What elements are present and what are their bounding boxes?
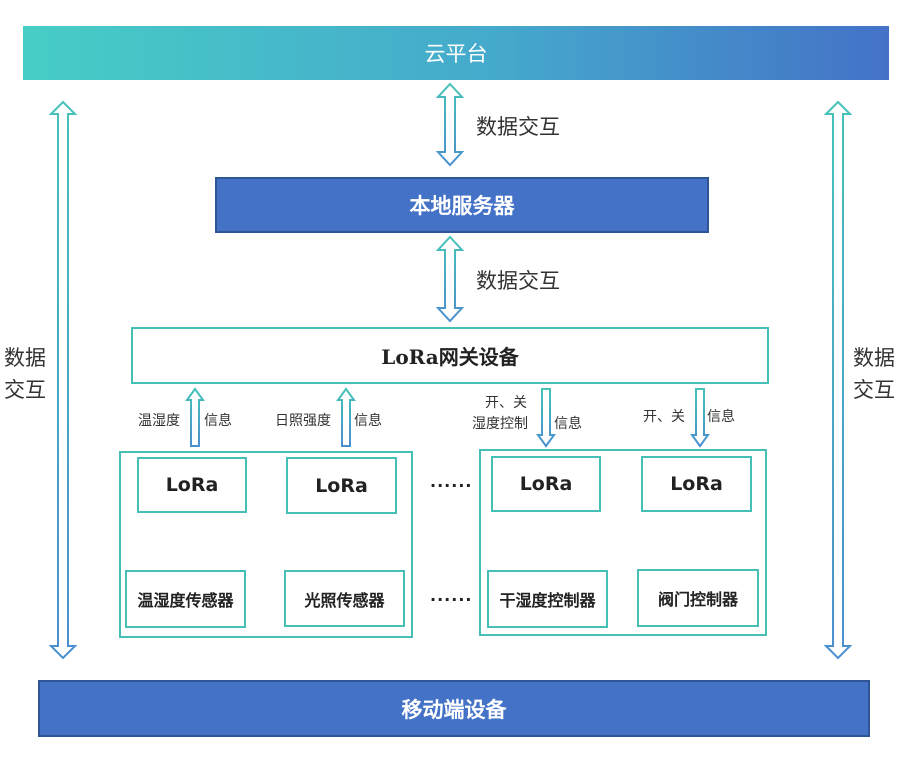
lora-gateway-box: LoRa网关设备 — [131, 327, 769, 384]
lora-module-temp-humidity: LoRa — [137, 457, 247, 513]
right-double-arrow — [823, 100, 853, 660]
left-side-label-line2: 交互 — [4, 378, 46, 402]
sunlight-up-arrow — [336, 387, 356, 447]
cloud-platform-label: 云平台 — [424, 42, 488, 66]
lora-module-dry-humidity: LoRa — [491, 456, 601, 512]
mobile-device-bar: 移动端设备 — [38, 680, 870, 737]
sunlight-info-label: 信息 — [354, 413, 382, 429]
right-side-label-line2: 交互 — [853, 378, 895, 402]
cloud-server-arrow — [435, 82, 465, 167]
temp-humidity-text: 温湿度 — [138, 413, 180, 429]
lora-label: LoRa — [670, 473, 723, 495]
mobile-device-label: 移动端设备 — [401, 696, 507, 722]
temp-humidity-up-arrow — [185, 387, 205, 447]
left-side-label: 数据 交互 — [4, 342, 46, 406]
temp-humidity-sensor-label: 温湿度传感器 — [137, 591, 234, 610]
left-side-label-line1: 数据 — [4, 346, 46, 370]
right-side-label-line1: 数据 — [853, 346, 895, 370]
lora-label: LoRa — [315, 474, 368, 497]
dry-humidity-controller-box: 干湿度控制器 — [487, 570, 608, 628]
local-server-box: 本地服务器 — [215, 177, 709, 233]
switch-info-label: 信息 — [707, 409, 735, 425]
temp-humidity-info-label: 信息 — [204, 413, 232, 429]
data-exchange-label-top: 数据交互 — [476, 115, 560, 139]
ellipsis-bottom: ······ — [430, 590, 473, 609]
ellipsis-top: ······ — [430, 476, 473, 495]
server-gateway-arrow — [435, 235, 465, 323]
temp-humidity-sensor-box: 温湿度传感器 — [125, 570, 246, 628]
valve-controller-box: 阀门控制器 — [637, 569, 759, 627]
sunlight-arrow-label: 日照强度 — [275, 413, 331, 429]
valve-controller-label: 阀门控制器 — [657, 590, 738, 609]
cloud-platform-bar: 云平台 — [23, 26, 889, 80]
lora-module-light: LoRa — [286, 457, 397, 514]
switch-down-arrow — [690, 388, 710, 448]
left-double-arrow — [48, 100, 78, 660]
lora-gateway-label: LoRa网关设备 — [381, 345, 519, 369]
local-server-label: 本地服务器 — [409, 193, 515, 218]
humidity-control-info-label: 信息 — [554, 416, 582, 432]
dry-humidity-controller-label: 干湿度控制器 — [499, 591, 596, 610]
temp-humidity-arrow-label: 温湿度 — [138, 410, 180, 430]
right-side-label: 数据 交互 — [853, 342, 895, 406]
light-sensor-box: 光照传感器 — [284, 570, 405, 627]
data-exchange-label-middle: 数据交互 — [476, 269, 560, 293]
lora-module-valve: LoRa — [641, 456, 752, 512]
humidity-control-label: 湿度控制 — [472, 416, 528, 432]
switch-label-right: 开、关 — [643, 409, 685, 425]
lora-label: LoRa — [165, 474, 219, 496]
light-sensor-label: 光照传感器 — [304, 590, 385, 610]
humidity-control-down-arrow — [536, 388, 556, 448]
lora-label: LoRa — [519, 473, 573, 495]
switch-label-left: 开、关 — [485, 395, 527, 411]
